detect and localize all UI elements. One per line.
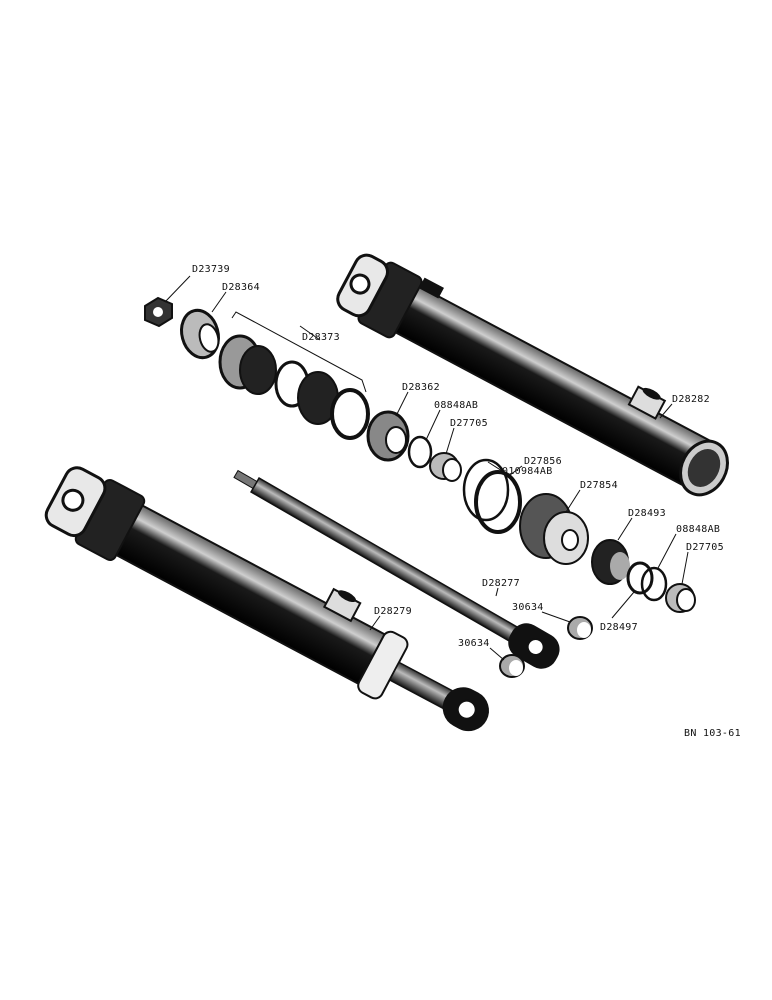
- label-d23739: D23739: [192, 264, 230, 275]
- packing-set-d28373: [218, 334, 370, 440]
- packing-d28493: [591, 539, 630, 585]
- label-08848ab-top: 08848AB: [434, 400, 478, 411]
- label-010984ab: 010984AB: [502, 466, 553, 477]
- label-d28277: D28277: [482, 578, 520, 589]
- label-d27854: D27854: [580, 480, 618, 491]
- bushing-d27705-right: [665, 583, 696, 613]
- bushing-30634-left: [499, 654, 525, 678]
- bushing-30634-right: [567, 616, 593, 640]
- label-d28282: D28282: [672, 394, 710, 405]
- label-d28373: D28373: [302, 332, 340, 343]
- back-up-ring-d28497: [626, 561, 654, 595]
- o-ring-08848ab-top: [407, 435, 433, 469]
- nut-d23739: [144, 296, 173, 328]
- label-08848ab-right: 08848AB: [676, 524, 720, 535]
- label-d27856: D27856: [524, 456, 562, 467]
- label-d28364: D28364: [222, 282, 260, 293]
- head-d27854: [519, 493, 589, 565]
- label-d27705-top: D27705: [450, 418, 488, 429]
- back-up-ring-d27856: [474, 470, 522, 534]
- label-d28279: D28279: [374, 606, 412, 617]
- label-d28493: D28493: [628, 508, 666, 519]
- figure-code: BN 103-61: [684, 728, 741, 739]
- gland-d28362: [366, 410, 410, 462]
- piston-rod-d28277: [233, 469, 560, 669]
- assembled-cylinder-d28279: [44, 466, 489, 732]
- label-d28362: D28362: [402, 382, 440, 393]
- label-d27705-right: D27705: [686, 542, 724, 553]
- label-30634-right: 30634: [512, 602, 544, 613]
- label-d28497: D28497: [600, 622, 638, 633]
- o-ring-010984ab: [462, 458, 510, 522]
- cylinder-barrel-d28282: [336, 253, 729, 497]
- label-30634-left: 30634: [458, 638, 490, 649]
- leader-lines: [164, 275, 689, 661]
- bushing-d27705-top: [429, 452, 462, 482]
- o-ring-08848ab-right: [640, 566, 668, 602]
- piston-d28364: [180, 308, 220, 360]
